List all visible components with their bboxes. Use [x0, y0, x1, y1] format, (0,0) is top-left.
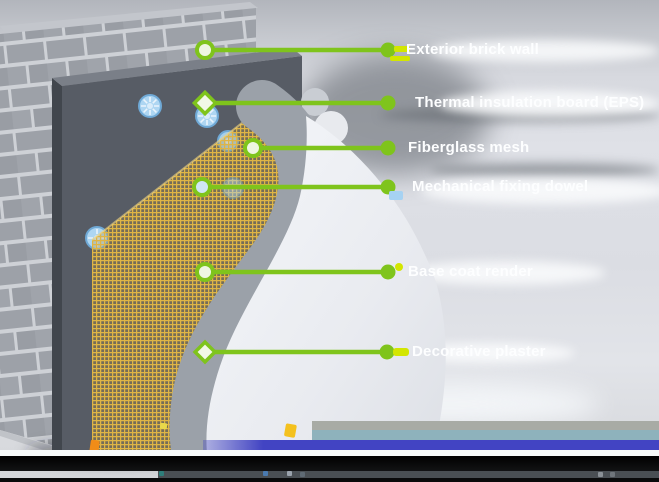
- label-brick-wall: Exterior brick wall: [406, 41, 540, 58]
- lime-accent-icon: [393, 348, 409, 356]
- callout-marker-circle-3: [243, 138, 263, 158]
- callout-bullet-2: [380, 95, 396, 111]
- callout-marker-circle-1: [195, 40, 215, 60]
- callout-marker-circle-5: [195, 262, 215, 282]
- callout-bullet-6: [379, 344, 395, 360]
- label-fiberglass-mesh: Fiberglass mesh: [408, 139, 530, 156]
- callout-marker-diamond-6: [192, 339, 218, 365]
- mesh-edge-highlight: [91, 111, 257, 241]
- label-fixing-dowel: Mechanical fixing dowel: [412, 178, 589, 195]
- label-base-coat: Base coat render: [408, 263, 533, 280]
- callout-bullet-4: [380, 179, 396, 195]
- section-chip-yellow-small: [159, 422, 168, 430]
- callout-bullet-3: [380, 140, 396, 156]
- callout-marker-diamond-2: [191, 89, 219, 117]
- label-decorative-plaster: Decorative plaster: [412, 343, 546, 360]
- anchor-dowel-icon: [138, 94, 162, 118]
- lime-accent-icon: [394, 46, 410, 52]
- label-insulation-board: Thermal insulation board (EPS): [415, 94, 645, 111]
- section-chip-yellow: [284, 423, 297, 438]
- callout-marker-circle-4: [192, 177, 212, 197]
- callout-bullet-1: [380, 42, 396, 58]
- insulation-side-face: [52, 78, 62, 462]
- lime-accent-icon: [395, 263, 403, 271]
- dowel-blue-icon: [389, 191, 403, 200]
- callout-bullet-5: [380, 264, 396, 280]
- insulation-top-face: [52, 48, 302, 86]
- brick-wall-top-face: [0, 2, 258, 34]
